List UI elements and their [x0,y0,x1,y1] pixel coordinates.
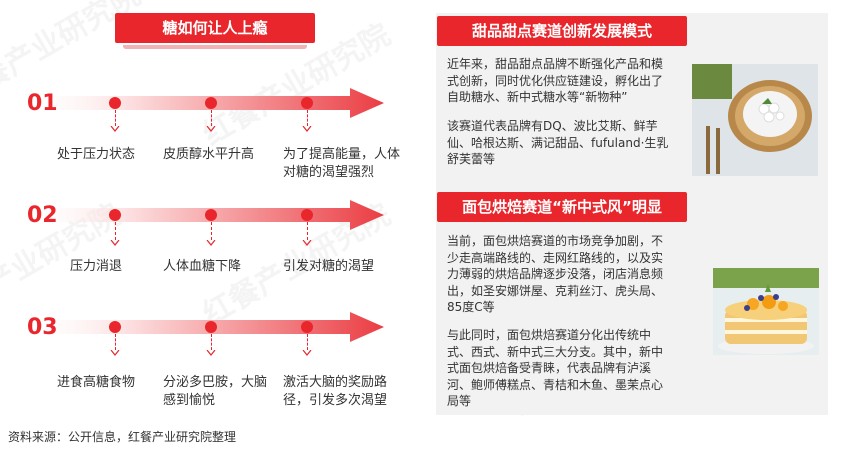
step-text: 处于压力状态 [57,147,136,162]
chevron-down-icon [206,126,216,132]
flow-arrow [20,312,384,342]
timeline-dot [109,209,121,221]
timeline-dot [109,321,121,333]
chevron-down-icon [206,350,216,356]
chevron-down-icon [302,350,312,356]
timeline-dot [205,209,217,221]
source-note: 资料来源：公开信息，红餐产业研究院整理 [8,430,237,444]
timeline-dot [109,97,121,109]
timeline-dot [205,97,217,109]
step-text: 进食高糖食物 [57,375,136,390]
row-number: 03 [27,315,58,340]
chevron-down-icon [110,126,120,132]
timeline-dot [301,321,313,333]
chevron-down-icon [110,350,120,356]
row-number: 01 [27,91,58,116]
dessert-paragraph-2: 该赛道代表品牌有DQ、波比艾斯、鲜芋仙、哈根达斯、满记甜品、fufuland·生… [447,119,669,166]
step-text: 为了提高能量，人体对糖的渴望强烈 [283,147,401,180]
dessert-photo [692,64,818,176]
bakery-paragraph-2: 与此同时，面包烘焙赛道分化出传统中式、西式、新中式三大分支。其中，新中式面包烘焙… [447,328,664,408]
chevron-down-icon [302,240,312,246]
timeline-dot [301,209,313,221]
cake-photo [713,268,819,355]
flow-arrow [20,88,384,118]
timeline-dot [301,97,313,109]
chevron-down-icon [302,126,312,132]
step-text: 引发对糖的渴望 [283,259,375,274]
row-number: 02 [27,203,58,228]
bakery-paragraph-1: 当前，面包烘焙赛道的市场竞争加剧，不少走高端路线的、走网红路线的，以及实力薄弱的… [447,234,664,314]
dessert-paragraph-1: 近年来，甜品甜点品牌不断强化产品和模式创新，同时优化供应链建设，孵化出了自助糖水… [447,57,664,104]
flow-arrow [20,200,384,230]
chevron-down-icon [110,240,120,246]
timeline-dot [205,321,217,333]
chevron-down-icon [206,240,216,246]
step-text: 激活大脑的奖励路径，引发多次渴望 [283,375,388,408]
step-text: 皮质醇水平升高 [163,147,255,162]
section-title-bakery: 面包烘焙赛道“新中式风”明显 [437,192,687,222]
step-text: 人体血糖下降 [163,259,242,274]
step-text: 分泌多巴胺，大脑感到愉悦 [163,375,268,408]
step-text: 压力消退 [70,259,123,274]
section-title-dessert: 甜品甜点赛道创新发展模式 [437,16,687,46]
left-section-title: 糖如何让人上瘾 [115,13,315,49]
